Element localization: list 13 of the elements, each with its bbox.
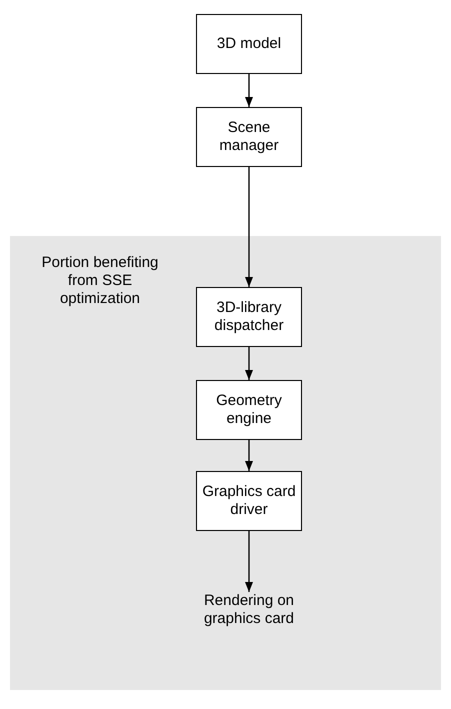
process-box: Graphics card driver bbox=[196, 471, 302, 531]
region-label: Portion benefiting from SSE optimization bbox=[40, 254, 160, 308]
arrow bbox=[245, 74, 253, 107]
arrow bbox=[245, 347, 253, 380]
arrow bbox=[245, 440, 253, 471]
process-box: 3D-library dispatcher bbox=[196, 287, 302, 347]
shaded-region bbox=[10, 236, 441, 690]
process-box: 3D model bbox=[196, 14, 302, 74]
process-box: Scene manager bbox=[196, 107, 302, 167]
output-label: Rendering on graphics card bbox=[174, 592, 324, 632]
arrow bbox=[245, 531, 253, 592]
arrow bbox=[245, 167, 253, 287]
process-box: Geometry engine bbox=[196, 380, 302, 440]
